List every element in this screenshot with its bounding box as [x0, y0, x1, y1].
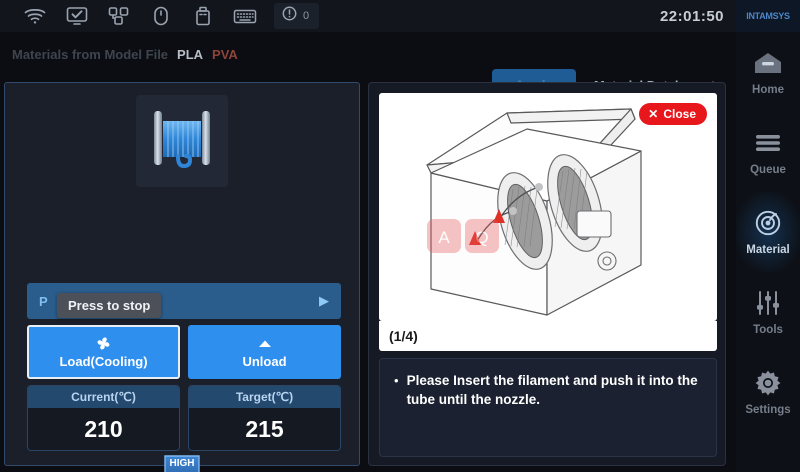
alert-count: 0	[303, 10, 310, 22]
progress-arrow-icon: ▶	[319, 293, 329, 308]
sidebar-item-settings[interactable]: Settings	[736, 352, 800, 432]
mouse-icon[interactable]	[140, 3, 182, 29]
spool-target-icon	[754, 209, 782, 237]
temperature-class-badge-area: HIGH L	[5, 453, 359, 472]
page-indicator-text: (1/4)	[389, 328, 418, 344]
status-icon-group: 0	[0, 0, 320, 32]
alert-circle-icon	[282, 6, 297, 26]
intamsys-logo: INTAMSYS	[746, 11, 790, 21]
load-button[interactable]: Load(Cooling)	[27, 325, 180, 379]
keyboard-icon[interactable]	[224, 3, 266, 29]
spool-preview-area	[5, 95, 359, 187]
top-status-bar: 0 22:01:50	[0, 0, 736, 32]
triangle-up-icon	[257, 336, 273, 352]
sidebar-label-material: Material	[746, 243, 790, 256]
sidebar-item-home[interactable]: Home	[736, 32, 800, 112]
load-button-label: Load(Cooling)	[59, 353, 148, 369]
material-control-panel: P ▶ Press to stop Load(Cooling)	[4, 82, 360, 472]
materials-label: Materials from Model File	[12, 46, 169, 62]
bullet-icon: •	[394, 373, 399, 388]
target-temperature-value: 215	[245, 416, 284, 442]
sidebar-item-material[interactable]: Material	[736, 192, 800, 272]
target-temperature-header: Target(℃)	[189, 386, 340, 408]
filament-spool-icon	[136, 95, 228, 187]
gear-icon	[754, 369, 782, 397]
usb-drive-icon[interactable]	[182, 3, 224, 29]
sidebar-item-queue[interactable]: Queue	[736, 112, 800, 192]
queue-lines-icon	[754, 129, 782, 157]
target-temperature-card[interactable]: Target(℃) 215	[188, 385, 341, 451]
brand-logo-area: INTAMSYS	[736, 0, 800, 32]
sidebar-label-home: Home	[752, 83, 784, 96]
temperature-row: Current(℃) 210 Target(℃) 215	[27, 385, 341, 451]
svg-text:Q: Q	[475, 228, 488, 247]
svg-text:A: A	[438, 228, 450, 247]
home-icon	[754, 49, 782, 77]
load-unload-button-row: Load(Cooling) Unload	[27, 325, 341, 379]
network-nodes-icon[interactable]	[98, 3, 140, 29]
progress-label: P	[39, 293, 48, 309]
instruction-box: • Please Insert the filament and push it…	[379, 358, 717, 457]
guide-panel: A Q ✕ Close (1/4) • Please Insert the fi…	[368, 82, 726, 466]
unload-button[interactable]: Unload	[188, 325, 341, 379]
badge-top-label: HIGH	[169, 458, 195, 469]
material-pla-tag: PLA	[177, 46, 204, 62]
sidebar-label-settings: Settings	[745, 403, 791, 416]
main-navigation-sidebar: Home Queue Material	[736, 32, 800, 472]
current-temperature-header: Current(℃)	[28, 386, 179, 408]
current-temperature-card: Current(℃) 210	[27, 385, 180, 451]
close-button-label: Close	[663, 107, 696, 121]
materials-from-model-group: Materials from Model File PLA PVA	[12, 32, 238, 76]
system-clock: 22:01:50	[659, 7, 724, 25]
press-to-stop-tooltip: Press to stop	[57, 293, 162, 318]
sidebar-label-tools: Tools	[753, 323, 783, 336]
close-icon: ✕	[648, 107, 659, 121]
sidebar-item-tools[interactable]: Tools	[736, 272, 800, 352]
current-temperature-value: 210	[84, 416, 123, 442]
sidebar-label-queue: Queue	[750, 163, 786, 176]
filament-box-diagram: A Q ✕ Close	[379, 93, 717, 321]
materials-sub-bar: Materials from Model File PLA PVA Apply …	[0, 32, 736, 101]
close-button[interactable]: ✕ Close	[639, 103, 707, 125]
display-ok-icon[interactable]	[56, 3, 98, 29]
instruction-text: Please Insert the filament and push it i…	[406, 373, 698, 407]
material-pva-tag: PVA	[212, 46, 238, 62]
wifi-icon[interactable]	[14, 3, 56, 29]
unload-button-label: Unload	[242, 353, 287, 369]
sliders-icon	[754, 289, 782, 317]
page-indicator: (1/4)	[379, 321, 717, 351]
fan-icon	[95, 336, 112, 352]
high-temp-shield-badge: HIGH L	[162, 453, 202, 472]
alert-indicator[interactable]: 0	[274, 3, 320, 29]
